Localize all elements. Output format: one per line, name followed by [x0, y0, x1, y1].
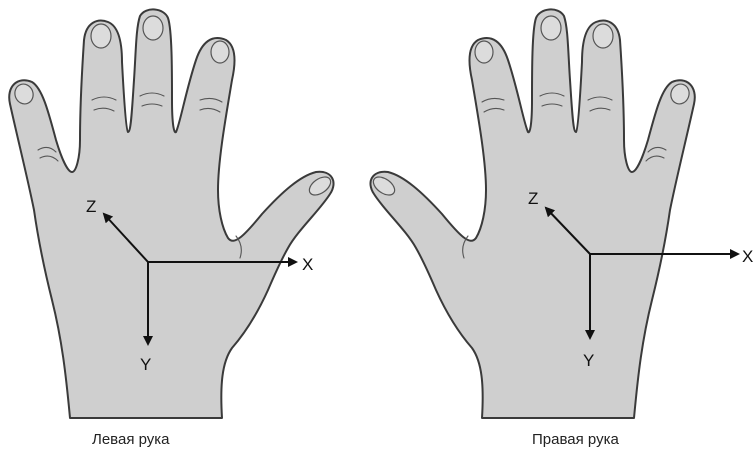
left-ring-nail — [91, 24, 111, 48]
left-z-label: Z — [86, 197, 96, 216]
left-middle-nail — [143, 16, 163, 40]
left-x-label: X — [302, 255, 313, 274]
right-x-label: X — [742, 247, 753, 266]
right-hand-caption: Правая рука — [532, 431, 619, 448]
right-hand-outline — [370, 9, 694, 418]
right-index-nail — [475, 41, 493, 63]
right-ring-nail — [593, 24, 613, 48]
left-index-nail — [211, 41, 229, 63]
left-hand-outline — [9, 9, 333, 418]
right-hand — [370, 9, 695, 418]
right-z-label: Z — [528, 189, 538, 208]
left-y-label: Y — [140, 355, 151, 374]
right-middle-nail — [541, 16, 561, 40]
left-hand-caption: Левая рука — [92, 431, 170, 448]
right-y-label: Y — [583, 351, 594, 370]
left-hand: X Y Z — [9, 9, 334, 418]
